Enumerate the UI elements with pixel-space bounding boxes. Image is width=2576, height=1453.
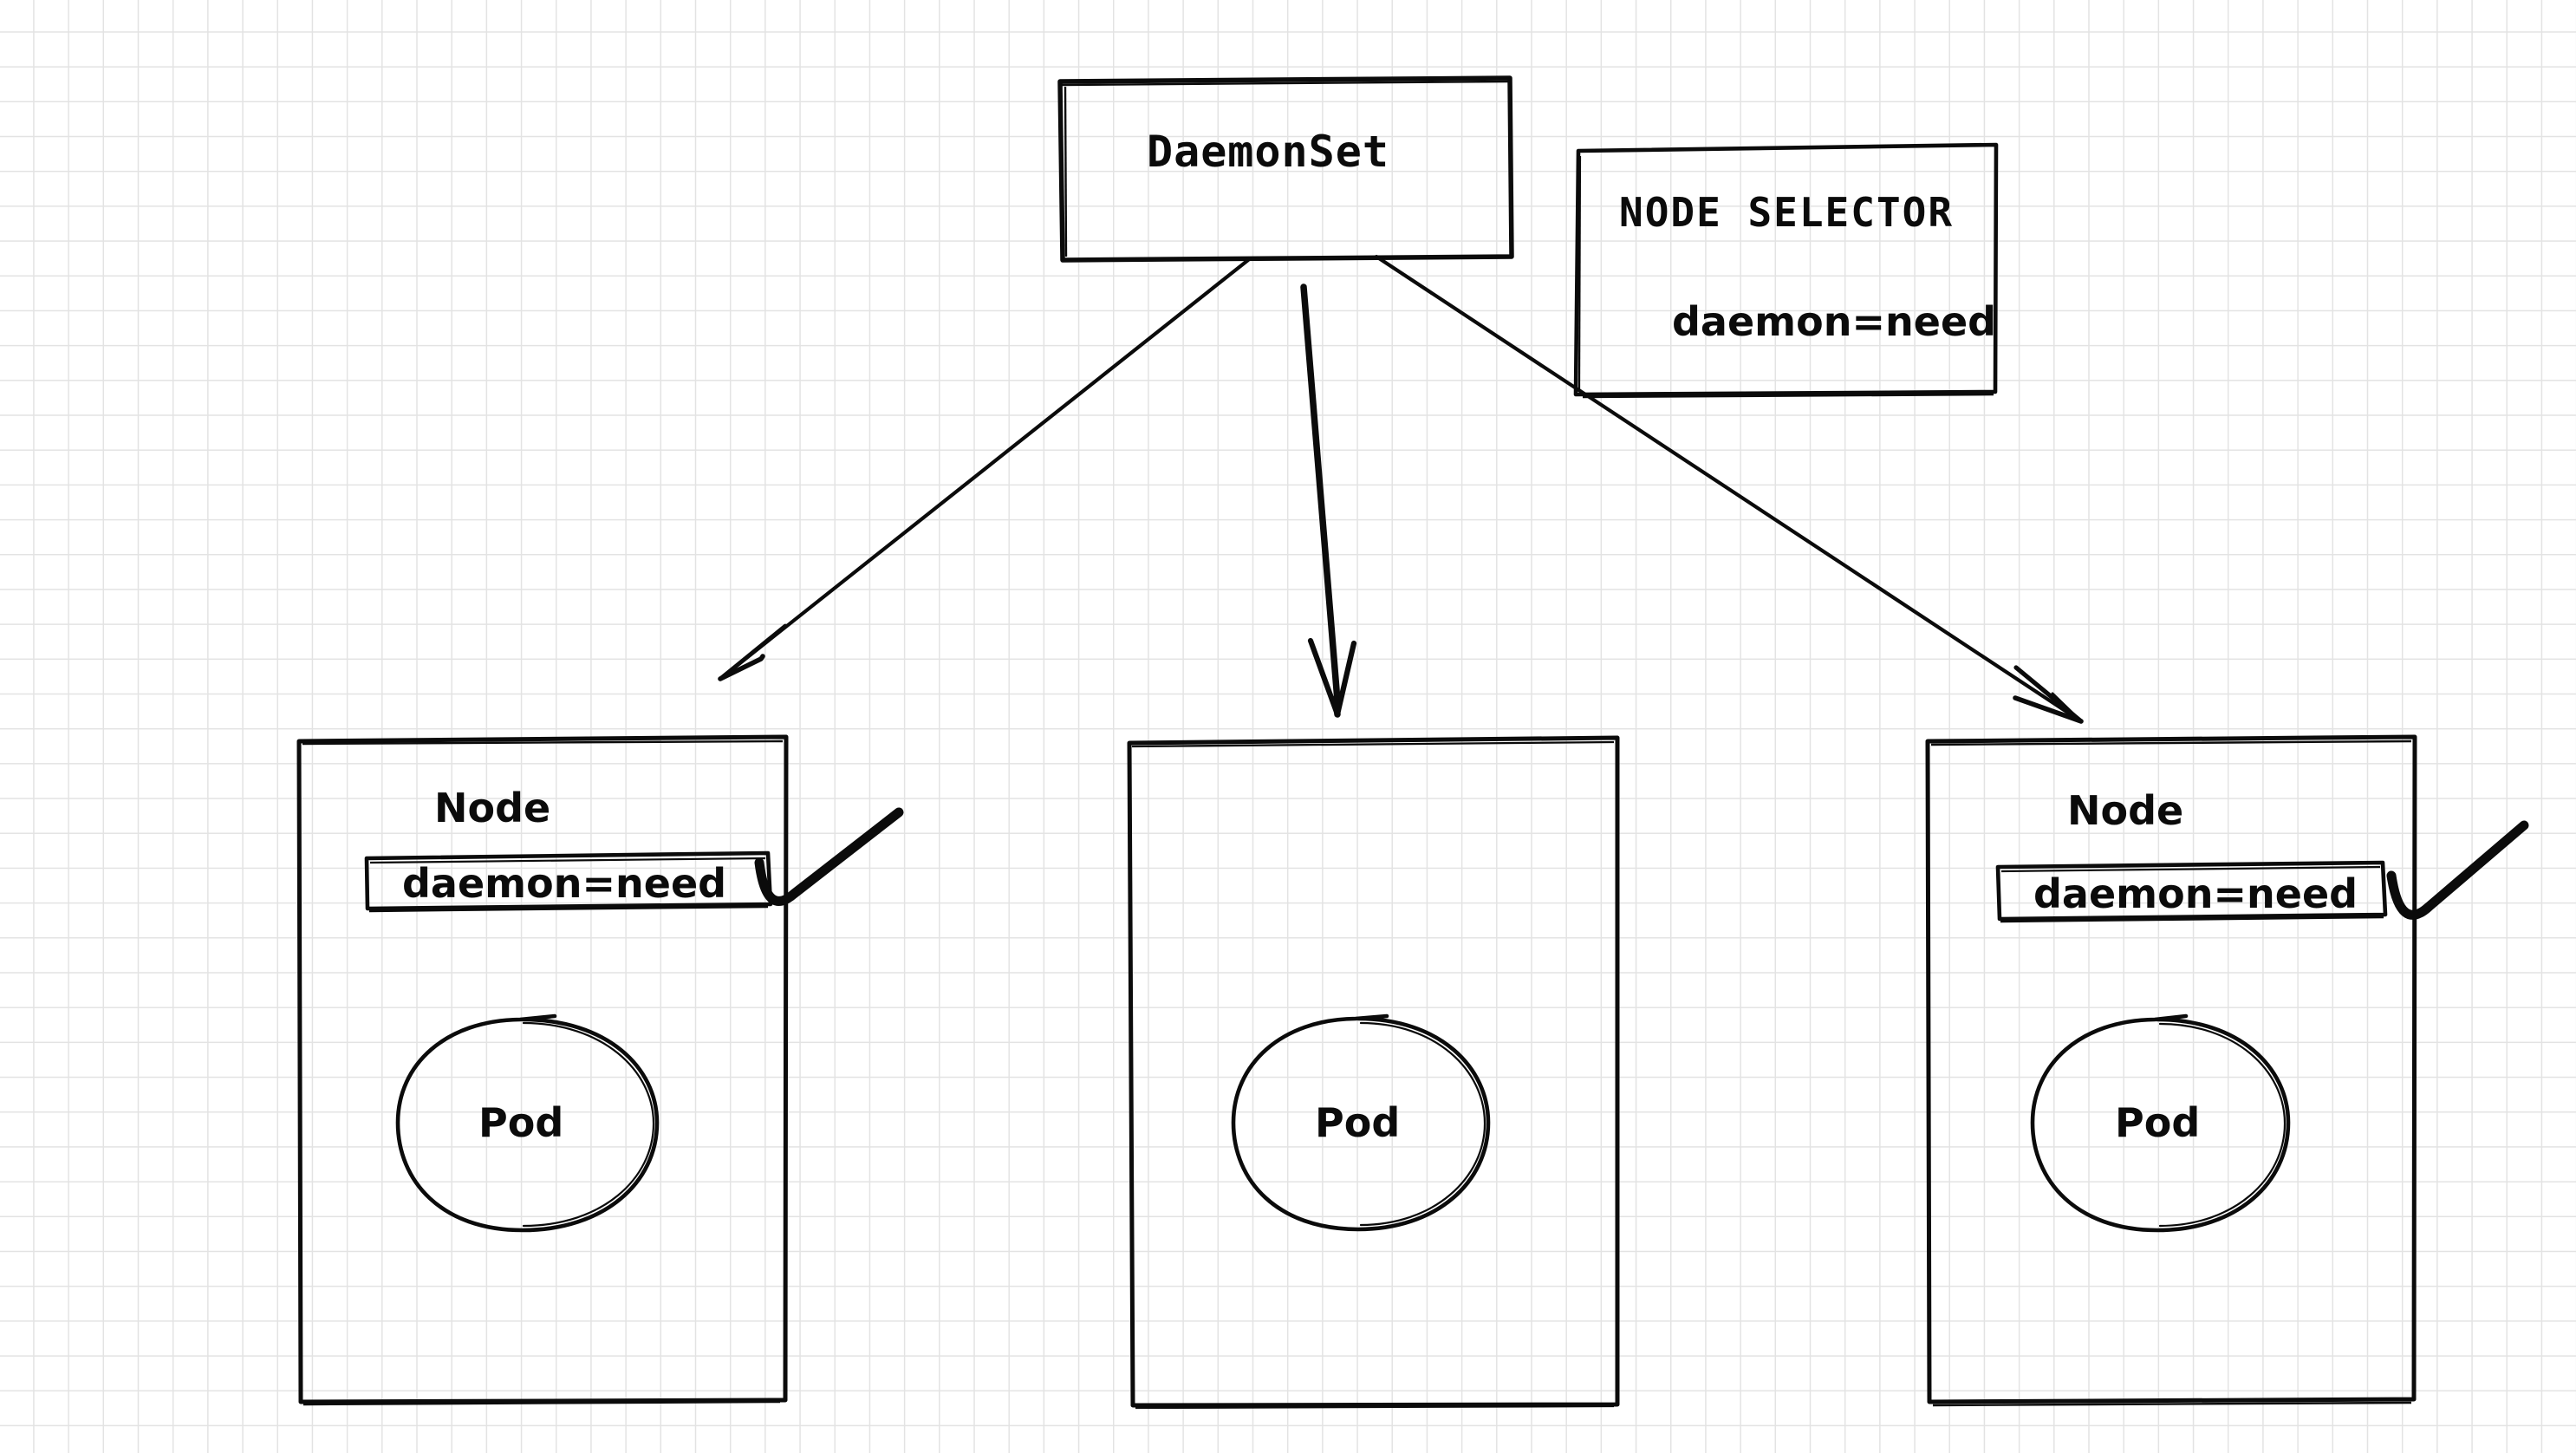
daemonset-box-shape <box>1057 75 1514 263</box>
node-middle-box-shape <box>1127 735 1620 1410</box>
node-right-checkmark-icon <box>2386 820 2529 920</box>
node-left-pod-label: Pod <box>478 1099 564 1146</box>
arrow-to-middle-node <box>1300 283 1357 718</box>
node-selector-heading: NODE SELECTOR <box>1619 189 1955 236</box>
node-right-box-shape <box>1925 734 2417 1407</box>
node-right-title: Node <box>2067 787 2184 834</box>
node-right-tag-box-shape <box>1995 860 2388 923</box>
node-middle-pod-shape <box>1231 1013 1491 1232</box>
arrow-to-right-node <box>1374 254 2084 724</box>
arrow-to-left-node <box>718 257 1251 681</box>
node-left-title: Node <box>434 785 551 831</box>
node-left-box-shape <box>296 734 789 1406</box>
daemonset-label: DaemonSet <box>1147 127 1389 177</box>
node-left-pod-shape <box>395 1013 660 1233</box>
node-selector-value: daemon=need <box>1672 298 1997 345</box>
node-right-pod-shape <box>2030 1013 2291 1233</box>
node-middle-pod-label: Pod <box>1315 1099 1401 1146</box>
node-right-pod-label: Pod <box>2115 1099 2201 1146</box>
node-selector-box-shape <box>1573 142 1999 399</box>
node-left-tag-box-shape <box>364 850 773 913</box>
node-right-tag-label: daemon=need <box>2033 870 2358 917</box>
node-left-tag-label: daemon=need <box>402 860 727 907</box>
node-left-checkmark-icon <box>754 807 904 906</box>
